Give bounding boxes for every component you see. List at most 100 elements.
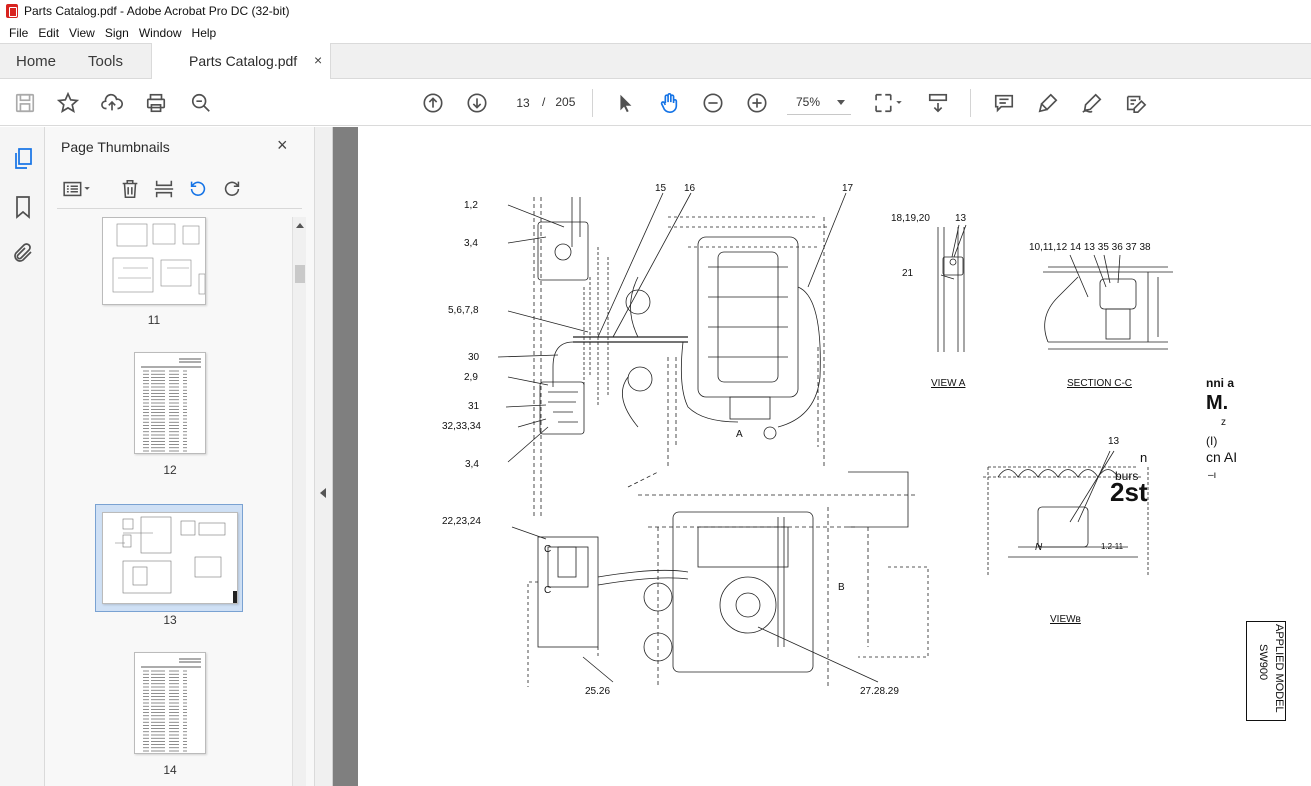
margin-text: nni a [1206,376,1235,390]
panel-title: Page Thumbnails [61,139,170,155]
thumbnail-page-12[interactable] [134,352,206,454]
extract-page-icon[interactable] [153,178,177,202]
view-a-label: VIEW A [931,378,966,389]
chevron-down-icon [837,100,845,105]
title-bar: Parts Catalog.pdf - Adobe Acrobat Pro DC… [0,0,1311,22]
applied-model-label: APPLIED MODEL [1273,624,1285,713]
page-total: / 205 [542,95,576,109]
callout-label: 32,33,34 [442,421,481,432]
callout-label: 17 [842,183,854,194]
menu-edit[interactable]: Edit [38,25,60,40]
callout-label: 27.28.29 [860,686,899,697]
menu-help[interactable]: Help [191,25,217,40]
zoom-in-icon[interactable] [745,91,769,115]
thumbnail-label: 11 [147,313,161,327]
rotate-cw-icon[interactable] [221,178,245,202]
upload-icon[interactable] [100,91,124,115]
fill-edit-icon[interactable] [1124,91,1148,115]
model-name: SW900 [1257,644,1269,681]
tab-bar: Home Tools Parts Catalog.pdf × [0,43,1311,80]
select-arrow-icon[interactable] [613,91,637,115]
highlight-icon[interactable] [1036,91,1060,115]
callout-label: 22,23,24 [442,516,481,527]
margin-text: n [1140,450,1148,465]
pdf-page: 1,2 3,4 5,6,7,8 30 2,9 31 32,33,34 3,4 1… [358,127,1311,786]
sign-icon[interactable] [1080,91,1104,115]
callout-label: 13 [955,213,967,224]
rotate-ccw-icon[interactable] [187,178,211,202]
applied-model-box: APPLIED MODEL SW900 [1246,621,1286,721]
arrow-label: A [736,429,743,440]
drawing-mark-label: N [1035,542,1043,553]
callout-label: 1,2 [464,200,478,211]
callout-label: 30 [468,352,480,363]
fit-page-icon[interactable] [871,91,905,115]
section-mark-label: C [544,585,552,596]
tab-document[interactable]: Parts Catalog.pdf × [151,43,331,80]
thumbnail-page-14[interactable] [134,652,206,754]
margin-text: cn AI [1206,449,1238,465]
callout-label: 21 [902,268,914,279]
menu-view[interactable]: View [69,25,95,40]
toolbar-divider [970,89,971,117]
tab-tools[interactable]: Tools [88,53,124,70]
comment-icon[interactable] [992,91,1016,115]
callout-label: 3,4 [465,459,479,470]
callout-label: 25.26 [585,686,611,697]
left-navigation-rail [0,127,45,786]
acrobat-logo-icon [6,4,18,18]
view-b-label: VIEWв [1050,614,1081,625]
callout-label: 5,6,7,8 [448,305,479,316]
thumbnail-label: 13 [163,613,177,627]
menu-file[interactable]: File [9,25,29,40]
panel-splitter[interactable] [315,127,333,786]
tab-close-icon[interactable]: × [314,52,323,68]
print-icon[interactable] [144,91,168,115]
zoom-search-icon[interactable] [189,91,213,115]
scroll-up-icon[interactable] [296,223,304,228]
page-thumbnails-panel: Page Thumbnails × 1 [45,127,315,786]
page-up-icon[interactable] [421,91,445,115]
zoom-level-select[interactable]: 75% [787,91,851,115]
star-icon[interactable] [56,91,80,115]
document-viewport[interactable]: 1,2 3,4 5,6,7,8 30 2,9 31 32,33,34 3,4 1… [333,127,1311,786]
thumbnail-page-11[interactable] [102,217,206,305]
menu-window[interactable]: Window [138,25,182,40]
tab-home[interactable]: Home [16,53,57,70]
menu-sign[interactable]: Sign [104,25,129,40]
collapse-panel-icon[interactable] [320,488,326,498]
attachment-icon[interactable] [11,241,35,265]
scrollbar-thumb[interactable] [295,265,305,283]
callout-label: 10,11,12 14 13 35 36 37 38 [1029,242,1151,253]
callout-label: 15 [655,183,667,194]
section-cc-label: SECTION C-C [1067,378,1132,389]
arrow-label: B [838,582,845,593]
margin-text: z [1221,417,1226,428]
page-down-icon[interactable] [465,91,489,115]
bookmark-icon[interactable] [11,195,35,219]
tab-document-label: Parts Catalog.pdf [189,53,298,69]
margin-text: (I) [1206,434,1218,448]
zoom-level-value: 75% [796,95,821,109]
save-icon[interactable] [13,91,37,115]
margin-text: M. [1206,392,1229,414]
scroll-mode-icon[interactable] [926,91,950,115]
thumbnail-page-13[interactable] [102,512,238,604]
thumbnail-scrollbar[interactable] [292,217,306,786]
callout-label: 16 [684,183,696,194]
parts-drawing [497,192,1173,687]
menu-bar: File Edit View Sign Window Help [0,22,1311,43]
hand-icon[interactable] [657,91,681,115]
page-thumbnails-icon[interactable] [11,147,35,171]
margin-text: –ı [1208,470,1217,481]
zoom-out-icon[interactable] [701,91,725,115]
callout-label: 3,4 [464,238,478,249]
thumbnail-list[interactable]: 11 12 [45,217,293,786]
callout-label: 18,19,20 [891,213,930,224]
thumbnail-label: 14 [163,763,177,777]
page-number-input[interactable]: 13 [516,96,530,110]
panel-close-icon[interactable]: × [277,135,288,155]
thumbnail-options-icon[interactable] [61,178,95,202]
delete-page-icon[interactable] [119,178,143,202]
section-mark-label: C [544,544,552,555]
